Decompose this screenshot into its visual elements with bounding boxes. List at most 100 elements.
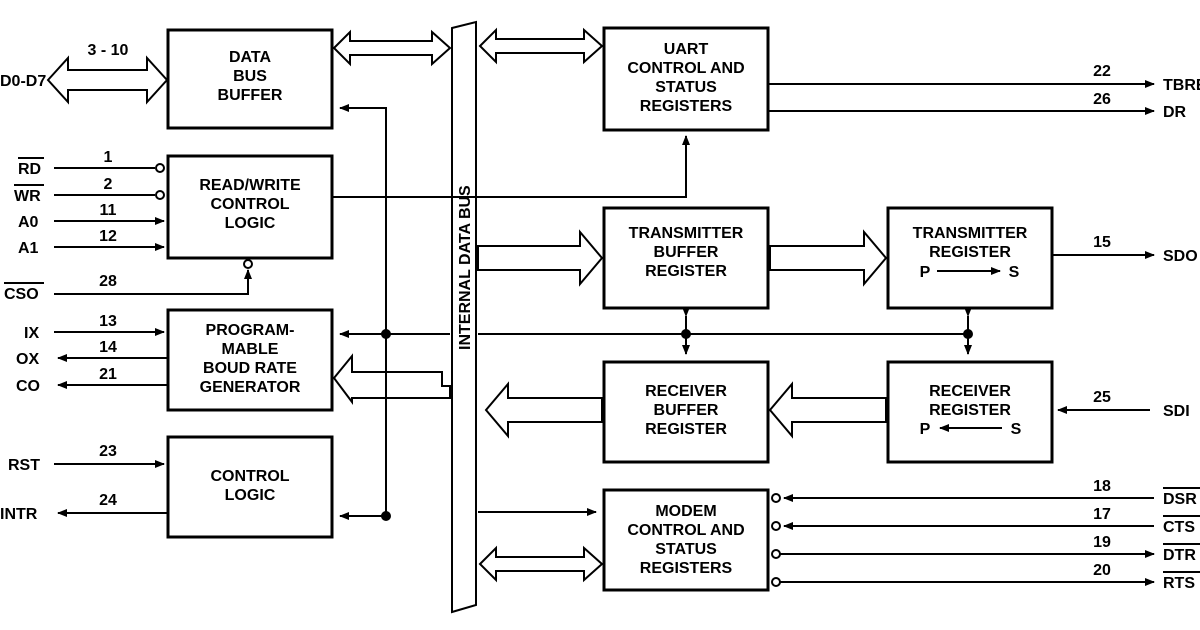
- rw-control-line-1: READ/WRITE: [199, 177, 301, 194]
- pin-a0: 11: [100, 202, 117, 219]
- rx-buffer-to-internal-bus-arrow: [484, 381, 603, 439]
- rx-register-line-1: RECEIVER: [929, 383, 1011, 400]
- pin-cso: 28: [99, 273, 117, 290]
- uart-line-1: UART: [664, 41, 709, 58]
- internal-data-bus-label: INTERNAL DATA BUS: [457, 185, 474, 350]
- tx-register-p: P: [920, 264, 931, 281]
- rx-register-to-rx-buffer-arrow: [768, 381, 887, 439]
- signal-rd: RD: [18, 161, 41, 178]
- signal-sdi: SDI: [1163, 403, 1190, 420]
- signal-ox: OX: [16, 351, 39, 368]
- transmitter-register-block: TRANSMITTER REGISTER P S: [886, 206, 1054, 310]
- internal-bus-to-modem-arrow: [478, 545, 604, 583]
- junction-dot: [381, 511, 391, 521]
- rw-logic-to-uart-line: [332, 135, 690, 198]
- baud-line-4: GENERATOR: [200, 379, 301, 396]
- signal-sdo: SDO: [1163, 248, 1198, 265]
- read-write-control-block: READ/WRITE CONTROL LOGIC: [166, 154, 334, 260]
- receiver-buffer-register-block: RECEIVER BUFFER REGISTER: [602, 360, 770, 464]
- dtr-bubble: [771, 549, 781, 559]
- modem-line-1: MODEM: [655, 503, 716, 520]
- pin-dsr: 18: [1093, 478, 1111, 495]
- wr-bubble: [155, 190, 165, 200]
- tx-buffer-line-2: BUFFER: [654, 244, 719, 261]
- baud-line-1: PROGRAM-: [206, 322, 295, 339]
- pin-dtr: 19: [1093, 534, 1111, 551]
- rw-control-line-2: CONTROL: [210, 196, 289, 213]
- signal-cts: CTS: [1163, 519, 1195, 536]
- signal-a0: A0: [18, 214, 39, 231]
- data-bus-buffer-line-1: DATA: [229, 49, 272, 66]
- pin-sdo: 15: [1093, 234, 1111, 251]
- rts-bubble: [771, 577, 781, 587]
- tx-register-s: S: [1009, 264, 1020, 281]
- signal-dtr: DTR: [1163, 547, 1196, 564]
- pin-dr: 26: [1093, 91, 1111, 108]
- tx-buffer-line-1: TRANSMITTER: [629, 225, 744, 242]
- junction-dot: [963, 329, 973, 339]
- pin-intr: 24: [99, 492, 117, 509]
- data-bus-buffer-block: DATA BUS BUFFER: [166, 28, 334, 130]
- signal-tbre: TBRE: [1163, 77, 1200, 94]
- signal-d0-d7: D0-D7: [0, 73, 46, 90]
- rd-bubble: [155, 163, 165, 173]
- cso-bubble: [243, 259, 253, 269]
- uart-line-3: STATUS: [655, 79, 717, 96]
- rw-control-line-3: LOGIC: [225, 215, 276, 232]
- signal-cso: CSO: [4, 286, 39, 303]
- rx-buffer-line-3: REGISTER: [645, 421, 727, 438]
- control-logic-line-2: LOGIC: [225, 487, 276, 504]
- uart-control-status-block: UART CONTROL AND STATUS REGISTERS: [602, 26, 770, 132]
- internal-bus-to-tx-buffer-arrow: [477, 229, 604, 287]
- signal-rts: RTS: [1163, 575, 1195, 592]
- pin-d0-d7: 3 - 10: [88, 42, 129, 59]
- modem-control-status-block: MODEM CONTROL AND STATUS REGISTERS: [602, 488, 770, 592]
- transmitter-buffer-register-block: TRANSMITTER BUFFER REGISTER: [602, 206, 770, 310]
- pin-cts: 17: [1093, 506, 1111, 523]
- signal-ix: IX: [24, 325, 39, 342]
- junction-dot: [381, 329, 391, 339]
- tx-register-line-1: TRANSMITTER: [913, 225, 1028, 242]
- modem-line-4: REGISTERS: [640, 560, 733, 577]
- rx-register-p: P: [920, 421, 931, 438]
- cso-line: [54, 269, 252, 295]
- internal-bus-to-uart-arrow: [478, 27, 604, 65]
- buffer-to-internal-bus-arrow: [332, 29, 452, 67]
- control-logic-line-1: CONTROL: [210, 468, 289, 485]
- signal-co: CO: [16, 378, 40, 395]
- pin-tbre: 22: [1093, 63, 1111, 80]
- pin-rts: 20: [1093, 562, 1111, 579]
- rx-buffer-line-1: RECEIVER: [645, 383, 727, 400]
- uart-line-2: CONTROL AND: [627, 60, 744, 77]
- signal-a1: A1: [18, 240, 39, 257]
- pin-rd: 1: [104, 149, 113, 166]
- control-line-to-buffer: [339, 104, 387, 516]
- receiver-register-block: RECEIVER REGISTER P S: [886, 360, 1054, 464]
- rx-buffer-line-2: BUFFER: [654, 402, 719, 419]
- baud-rate-generator-block: PROGRAM- MABLE BOUD RATE GENERATOR: [166, 308, 334, 412]
- junction-dot: [681, 329, 691, 339]
- modem-line-3: STATUS: [655, 541, 717, 558]
- pin-co: 21: [99, 366, 117, 383]
- rx-register-line-2: REGISTER: [929, 402, 1011, 419]
- rx-register-s: S: [1011, 421, 1022, 438]
- pin-sdi: 25: [1093, 389, 1111, 406]
- pin-a1: 12: [99, 228, 117, 245]
- internal-bus-to-baud-arrow: [332, 353, 451, 405]
- tx-buffer-to-tx-register-arrow: [769, 229, 888, 287]
- data-bus-buffer-line-2: BUS: [233, 68, 267, 85]
- signal-rst: RST: [8, 457, 40, 474]
- baud-line-2: MABLE: [222, 341, 279, 358]
- signal-dr: DR: [1163, 104, 1187, 121]
- pin-rst: 23: [99, 443, 117, 460]
- uart-line-4: REGISTERS: [640, 98, 733, 115]
- cts-bubble: [771, 521, 781, 531]
- internal-data-bus: [451, 20, 477, 614]
- tx-buffer-line-3: REGISTER: [645, 263, 727, 280]
- control-logic-block: CONTROL LOGIC: [166, 435, 334, 539]
- tx-register-line-2: REGISTER: [929, 244, 1011, 261]
- pin-wr: 2: [104, 176, 113, 193]
- dsr-bubble: [771, 493, 781, 503]
- d0-d7-bus-arrow: [46, 55, 169, 105]
